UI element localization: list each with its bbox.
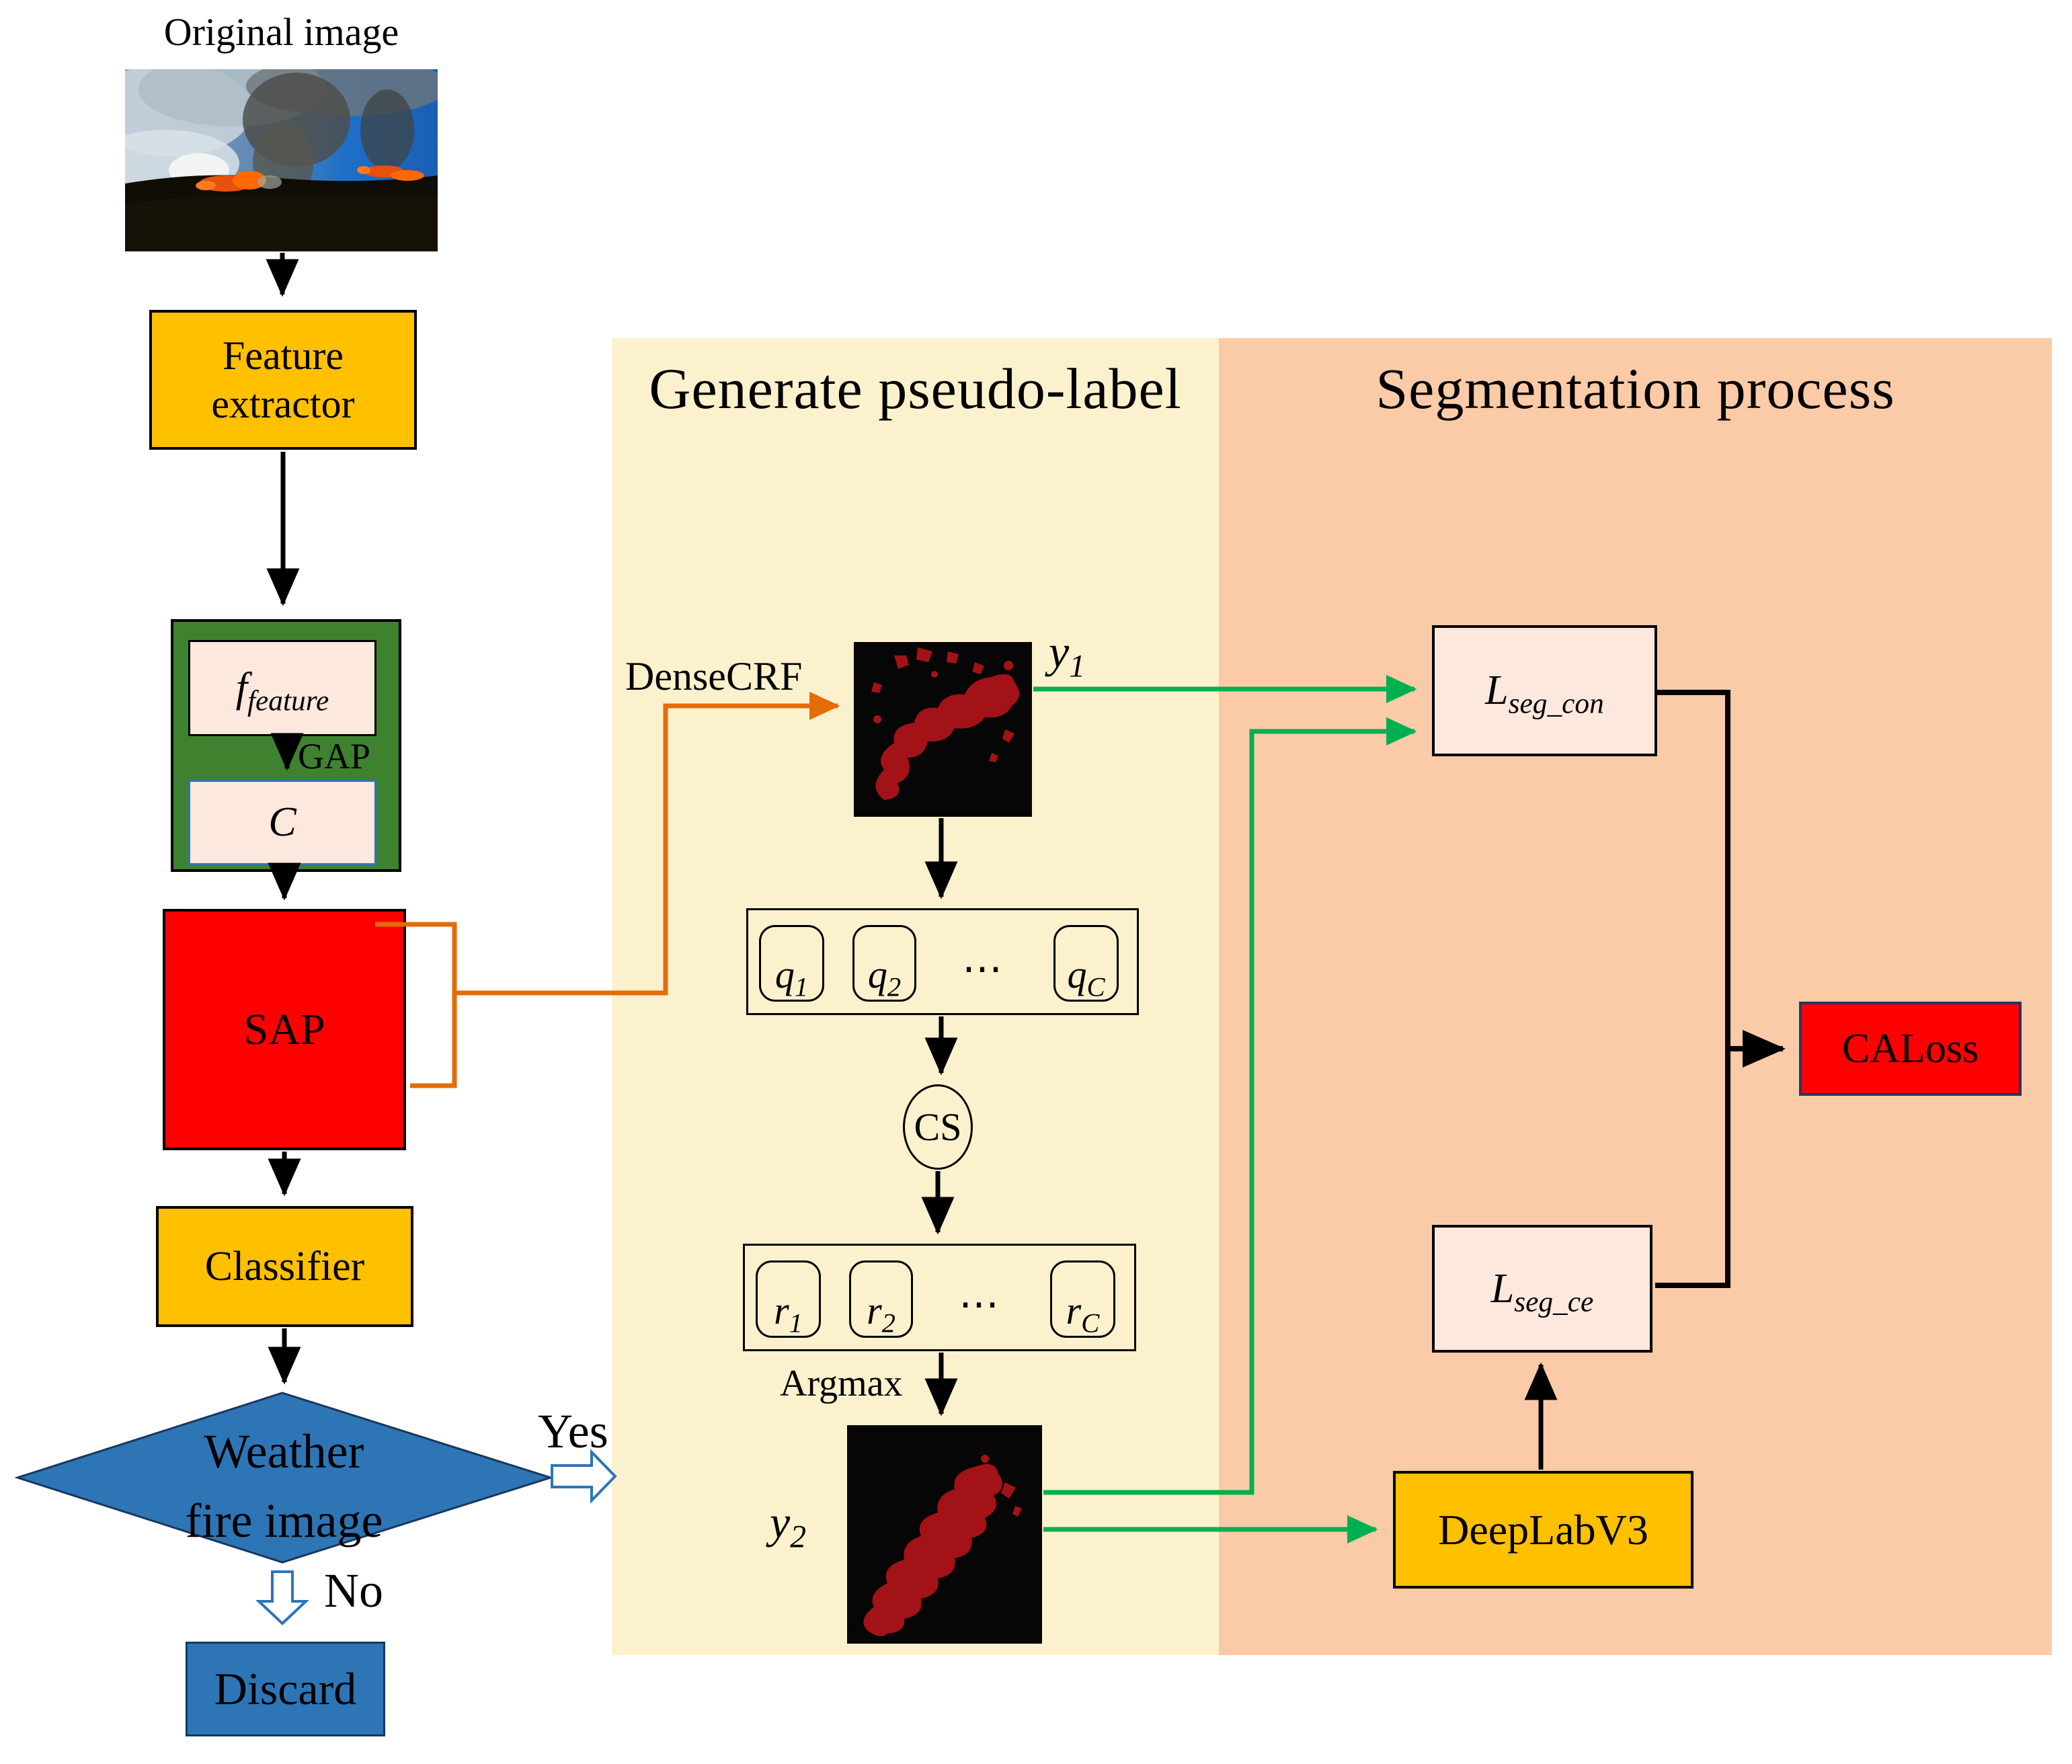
y1-label: y1 — [1049, 626, 1085, 684]
no-arrow-icon — [255, 1570, 310, 1626]
deeplab-label: DeepLabV3 — [1438, 1505, 1648, 1554]
l-seg-con-label: Lseg_con — [1485, 668, 1604, 720]
decision-diamond — [14, 1392, 554, 1564]
discard-box: Discard — [186, 1642, 385, 1736]
f-feature-label: ffeature — [235, 665, 329, 717]
r-cell-c: rC — [1050, 1260, 1115, 1338]
densecrf-label: DenseCRF — [625, 654, 803, 698]
q-cell-2: q2 — [852, 925, 916, 1002]
q-vector-row: q1 q2 ⋯ qC — [746, 908, 1139, 1015]
cs-circle: CS — [903, 1084, 973, 1170]
l-seg-ce-label: Lseg_ce — [1490, 1265, 1594, 1318]
y2-label: y2 — [770, 1496, 806, 1555]
original-image-label: Original image — [163, 10, 399, 54]
f-feature-box: ffeature — [188, 640, 376, 736]
sap-box: SAP — [163, 909, 406, 1150]
l-seg-ce-box: Lseg_ce — [1432, 1225, 1652, 1353]
r-cell-2: r2 — [849, 1260, 913, 1338]
classifier-label: Classifier — [204, 1243, 365, 1289]
c-label: C — [268, 799, 296, 845]
decision-label: Weather fire image — [185, 1425, 383, 1548]
r-dots: ⋯ — [959, 1282, 1002, 1326]
pseudo-label-title: Generate pseudo-label — [649, 356, 1182, 421]
r-cell-1: r1 — [756, 1260, 821, 1338]
yes-label: Yes — [538, 1404, 608, 1458]
caloss-box: CALoss — [1799, 1002, 2022, 1096]
q-dots: ⋯ — [962, 947, 1005, 991]
r-vector-row: r1 r2 ⋯ rC — [743, 1244, 1136, 1351]
no-label: No — [324, 1564, 383, 1617]
c-box: C — [188, 780, 376, 865]
y1-mask-image — [854, 642, 1032, 817]
cs-label: CS — [914, 1105, 962, 1149]
classifier-box: Classifier — [156, 1206, 413, 1327]
sap-label: SAP — [243, 1004, 325, 1054]
discard-label: Discard — [214, 1663, 357, 1714]
argmax-label: Argmax — [780, 1363, 903, 1404]
y2-mask-image — [847, 1425, 1042, 1644]
q-cell-1: q1 — [759, 925, 824, 1002]
caloss-label: CALoss — [1841, 1025, 1979, 1072]
gap-label: GAP — [298, 736, 371, 776]
deeplab-box: DeepLabV3 — [1393, 1471, 1694, 1589]
fire-photo-image — [125, 69, 438, 251]
l-seg-con-box: Lseg_con — [1432, 625, 1657, 756]
q-cell-c: qC — [1053, 925, 1119, 1002]
segmentation-title: Segmentation process — [1376, 356, 1895, 421]
segmentation-panel — [1219, 338, 2052, 1655]
